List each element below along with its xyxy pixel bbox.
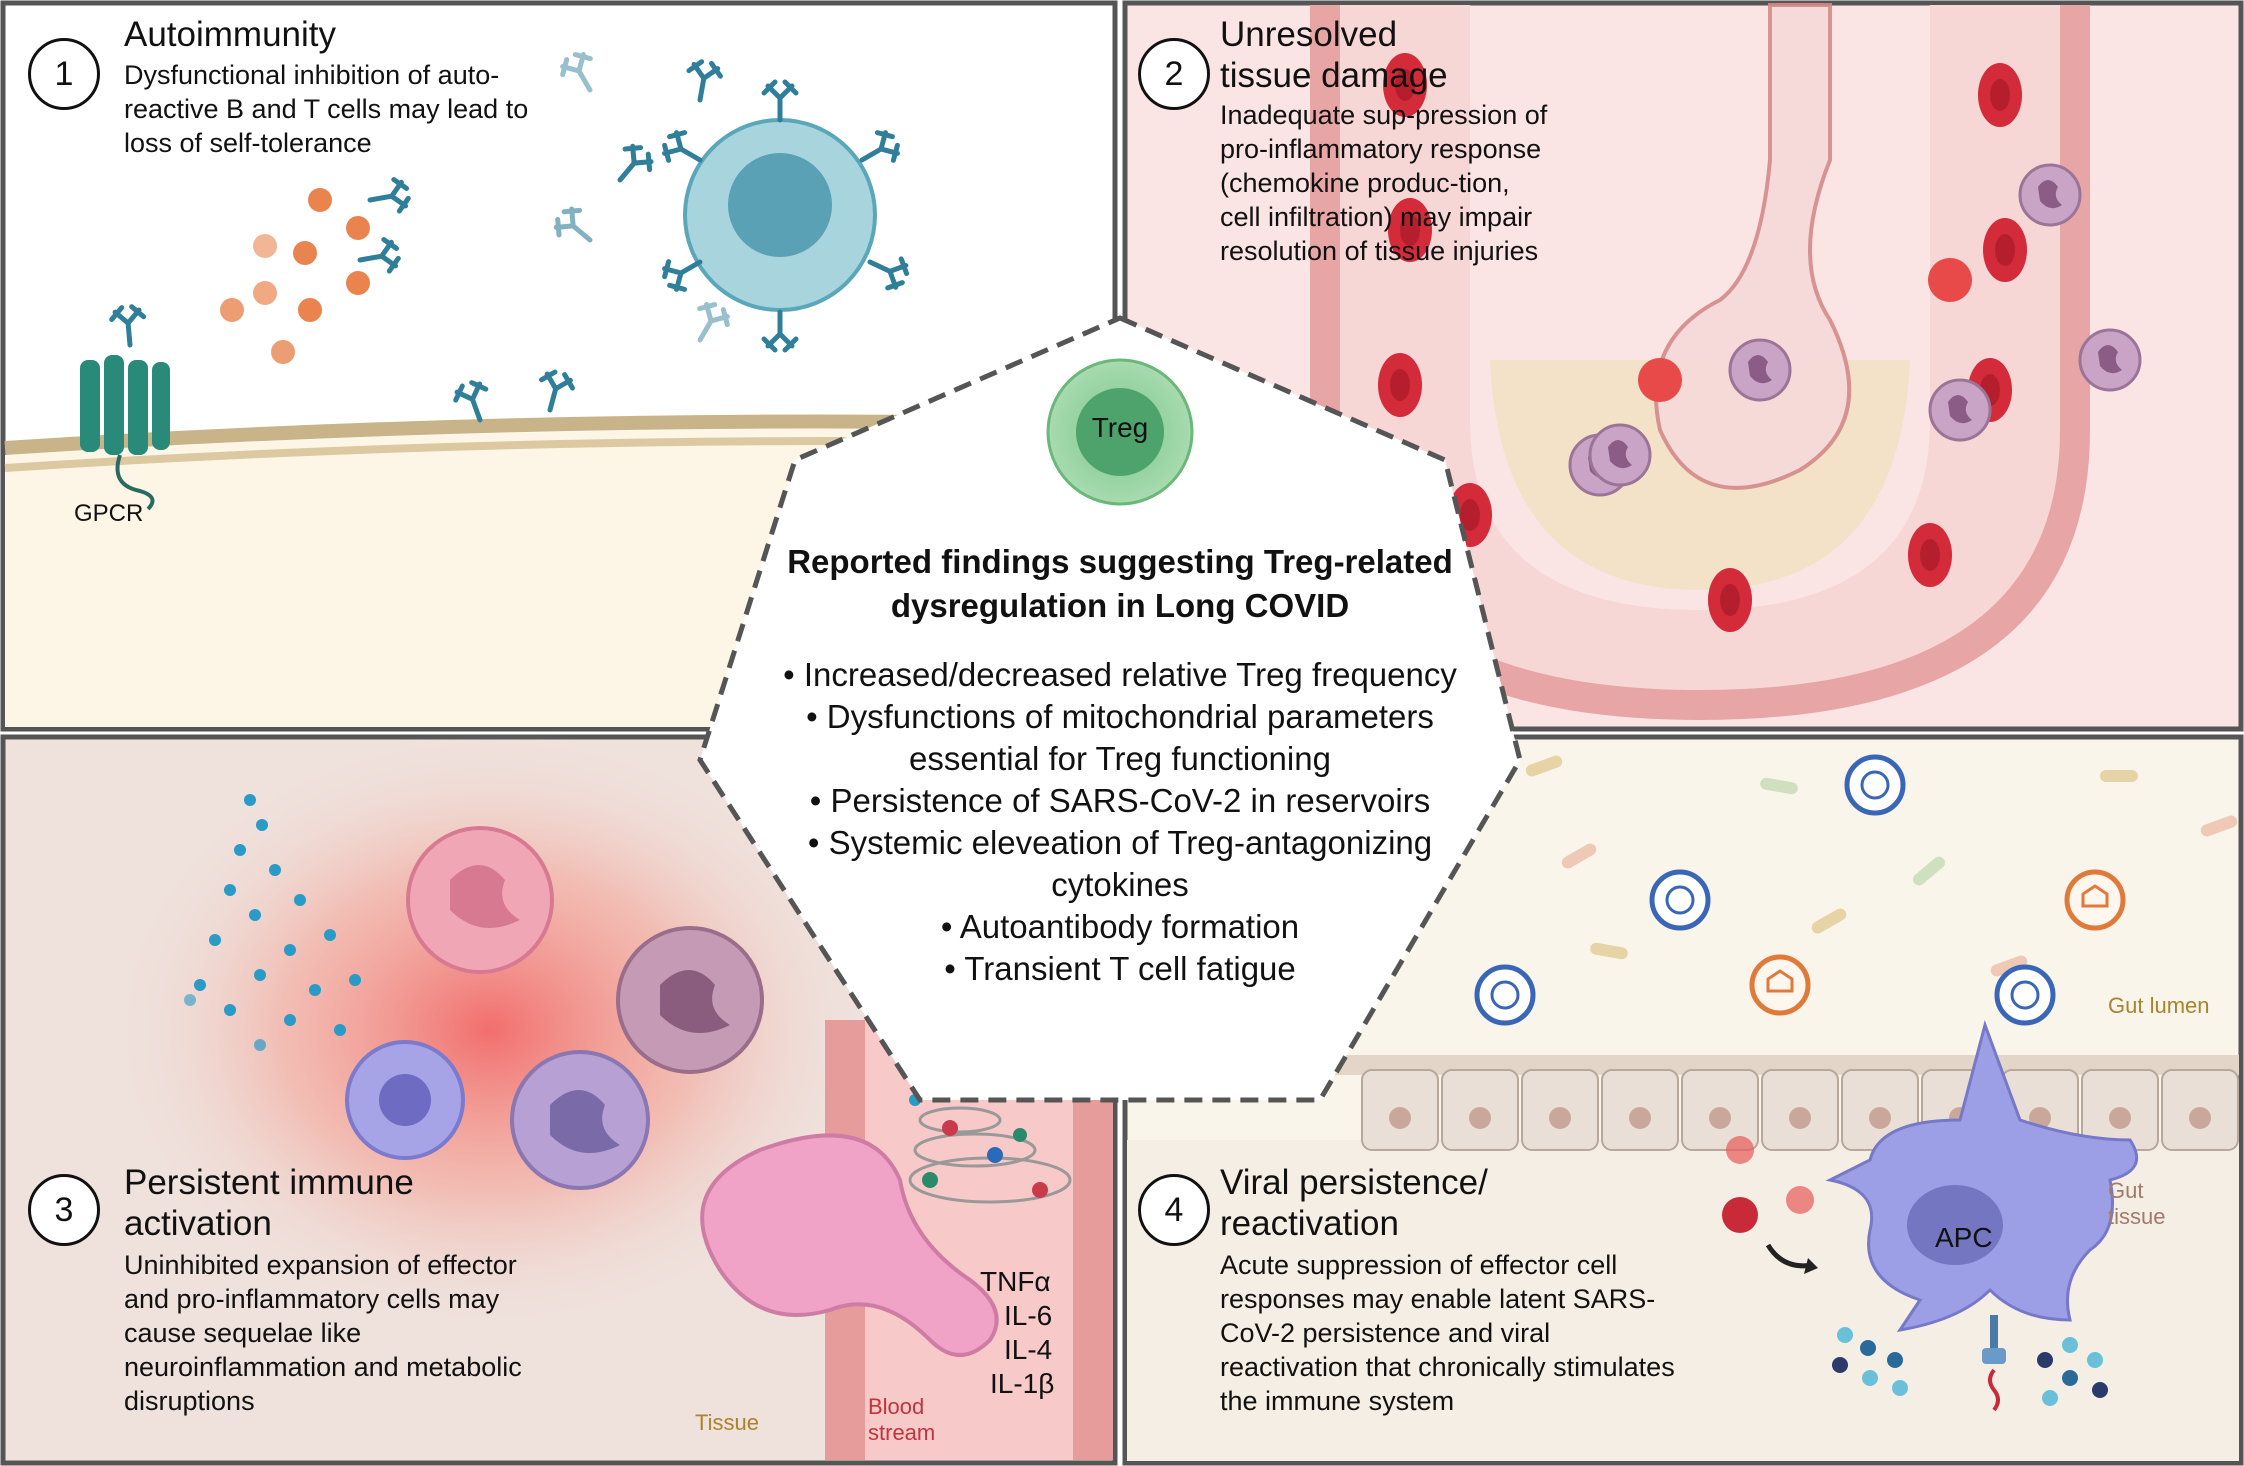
panel-3-description: Uninhibited expansion of effector and pr… <box>124 1250 522 1416</box>
cytokine-il6: IL-6 <box>1004 1300 1053 1331</box>
finding-item: • Persistence of SARS-CoV-2 in reservoir… <box>809 782 1431 819</box>
panel-1-description: Dysfunctional inhibition of auto-reactiv… <box>124 60 529 158</box>
cytokine-particles <box>184 794 361 1051</box>
center-title: Reported findings suggesting Treg-relate… <box>787 543 1453 624</box>
findings-list: • Increased/decreased relative Treg freq… <box>740 654 1500 990</box>
finding-item: • Dysfunctions of mitochondrial paramete… <box>806 698 1434 777</box>
inflammatory-cells <box>345 826 999 1357</box>
panel-3-number: 3 <box>28 1174 100 1246</box>
tissue-label: Tissue <box>695 1410 759 1435</box>
panel-4-number: 4 <box>1138 1174 1210 1246</box>
panel-4-description: Acute suppression of effector cell respo… <box>1220 1250 1675 1416</box>
central-heptagon <box>697 315 1523 1103</box>
treg-cell <box>1046 358 1194 506</box>
gpcr-label: GPCR <box>74 500 144 527</box>
blood-stream-label: Blood stream <box>868 1394 936 1445</box>
finding-item: • Systemic eleveation of Treg-antagonizi… <box>807 824 1433 903</box>
antigen-presenting-cell <box>1765 1020 2139 1412</box>
autoantigen-particles <box>220 188 370 364</box>
gut-bacteria <box>1525 755 2238 977</box>
panel-2-number: 2 <box>1138 38 1210 110</box>
cytokine-il4: IL-4 <box>1004 1334 1053 1365</box>
finding-item: • Transient T cell fatigue <box>944 950 1296 987</box>
gut-tissue-label: Gut tissue <box>2108 1178 2166 1229</box>
cytokine-il1b: IL-1β <box>990 1368 1055 1399</box>
gut-lumen-label: Gut lumen <box>2108 993 2210 1018</box>
apc-secreted-cytokines <box>1832 1327 2108 1406</box>
panel-1-number: 1 <box>28 38 100 110</box>
finding-item: • Autoantibody formation <box>940 908 1300 945</box>
panel-3-title: Persistent immune activation <box>124 1163 414 1243</box>
sars-cov-2-virions <box>1477 757 2123 1233</box>
panel-2-description: Inadequate sup-pression of pro-inflammat… <box>1220 100 1548 266</box>
treg-label: Treg <box>1091 412 1149 443</box>
panel-4-title: Viral persistence/ reactivation <box>1220 1163 1488 1243</box>
b-cell <box>659 82 911 350</box>
gpcr-receptor <box>80 306 170 511</box>
cytokine-tnfa: TNFα <box>980 1266 1051 1297</box>
panel-2-title: Unresolved tissue damage <box>1220 15 1448 95</box>
panel-1-title: Autoimmunity <box>124 15 337 54</box>
finding-item: • Increased/decreased relative Treg freq… <box>783 656 1457 693</box>
blood-cytokine-swirl <box>908 1094 1072 1204</box>
apc-label: APC <box>1935 1222 1993 1253</box>
infiltrating-leukocytes <box>1568 163 2142 497</box>
